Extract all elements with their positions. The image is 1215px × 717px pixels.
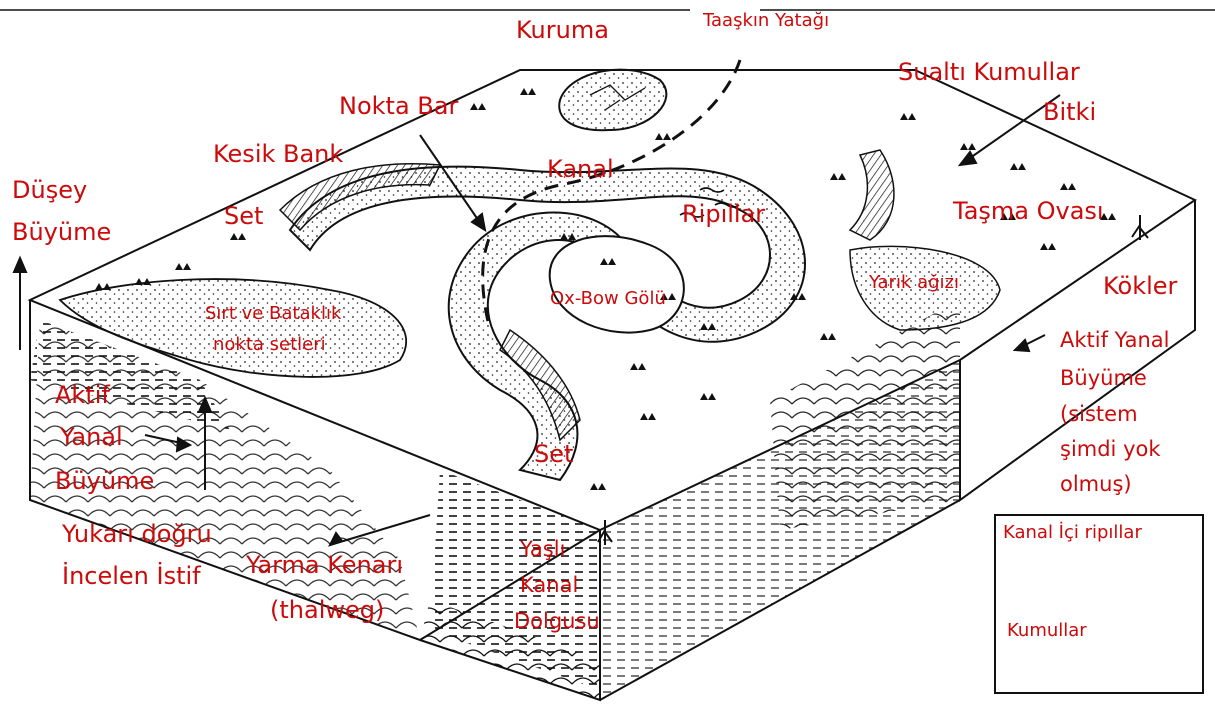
label-dusey: Düşey (12, 176, 87, 205)
label-tasma-ovasi: Taşma Ovası (953, 197, 1104, 226)
label-buyume: Büyüme (12, 218, 111, 247)
label-aktif-left-1: Aktif (55, 381, 110, 410)
label-aktif-right-2: Büyüme (1060, 366, 1147, 391)
label-nokta-bar: Nokta Bar (339, 92, 458, 121)
label-kanal: Kanal (547, 155, 614, 184)
label-ox-bow: Ox-Bow Gölü (550, 288, 666, 310)
label-kokler: Kökler (1103, 272, 1177, 301)
label-set-top: Set (224, 202, 263, 231)
label-aktif-right-4: şimdi yok (1060, 437, 1161, 462)
label-yarik-agizi: Yarık ağızı (869, 272, 959, 294)
label-sirt-1: Sırt ve Bataklık (205, 303, 341, 325)
label-yasli-1: Yaşlı (520, 537, 565, 562)
label-bitki: Bitki (1043, 98, 1096, 127)
label-aktif-left-2: Yanal (60, 423, 123, 452)
label-yasli-3: Dolgusu (514, 609, 600, 634)
label-aktif-right-5: olmuş) (1060, 472, 1132, 497)
label-yarma-1: Yarma Kenarı (246, 551, 403, 580)
label-yukari-1: Yukarı doğru (62, 520, 212, 549)
label-aktif-left-3: Büyüme (55, 467, 154, 496)
label-yasli-2: Kanal (520, 573, 578, 598)
label-aktif-right-1: Aktif Yanal (1060, 328, 1169, 353)
label-sirt-2: nokta setleri (213, 334, 326, 356)
label-ripillar: Ripıllar (682, 200, 765, 229)
legend-dunes-title: Kumullar (1007, 620, 1087, 641)
label-yarma-2: (thalweg) (270, 596, 384, 625)
label-yukari-2: İncelen İstif (62, 562, 201, 591)
label-tasma-yatagi: Taaşkın Yatağı (703, 10, 829, 32)
label-kesik-bank: Kesik Bank (213, 140, 343, 169)
label-kuruma: Kuruma (516, 16, 609, 45)
label-set-bottom: Set (534, 440, 573, 469)
legend-ripples-title: Kanal İçi ripıllar (1003, 522, 1142, 543)
label-aktif-right-3: (sistem (1060, 402, 1138, 427)
label-sualti-kumullar: Sualtı Kumullar (898, 58, 1080, 87)
